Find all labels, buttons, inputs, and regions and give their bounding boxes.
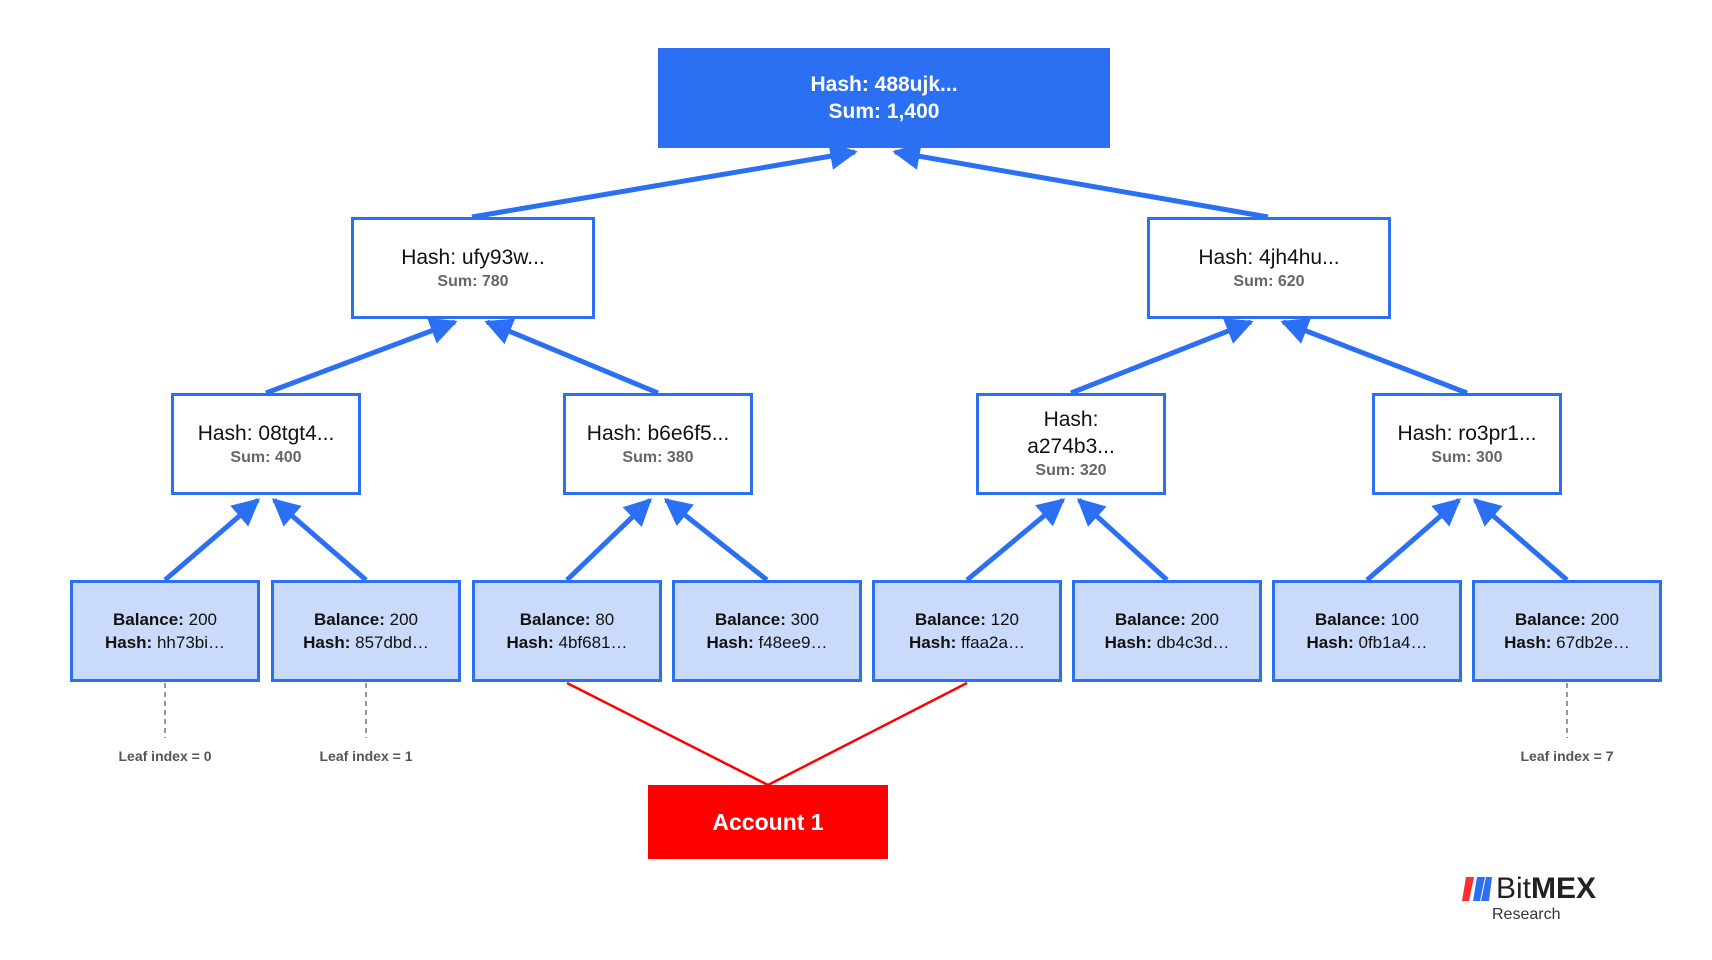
leaf-hash: 4bf681… xyxy=(558,633,628,652)
edge-l2d-l1b xyxy=(1280,318,1468,396)
level2-node: Hash: a274b3... Sum: 320 xyxy=(976,393,1166,495)
leaf-node: Balance: 200 Hash: 857dbd… xyxy=(271,580,461,682)
leaf-node: Balance: 300 Hash: f48ee9… xyxy=(672,580,862,682)
level1-node: Hash: ufy93w... Sum: 780 xyxy=(351,217,595,319)
logo-text-bit: Bit xyxy=(1496,872,1532,905)
node-hash: Hash: ufy93w... xyxy=(401,245,545,269)
account-label: Account 1 xyxy=(712,808,824,835)
edge-leaf2 xyxy=(565,498,652,582)
leaf-balance: 200 xyxy=(188,610,217,629)
hash-label: Hash: xyxy=(1504,633,1552,652)
leaf-hash: 67db2e… xyxy=(1556,633,1630,652)
node-hash: Hash: ro3pr1... xyxy=(1397,421,1537,445)
account-node: Account 1 xyxy=(648,785,888,859)
node-sum: Sum: 300 xyxy=(1431,448,1503,466)
level2-node: Hash: ro3pr1... Sum: 300 xyxy=(1372,393,1562,495)
edge-l2c-l1b xyxy=(1070,318,1254,396)
edge-l1b-root xyxy=(892,142,1269,220)
level2-node: Hash: b6e6f5... Sum: 380 xyxy=(563,393,753,495)
node-sum: Sum: 620 xyxy=(1233,272,1305,290)
root-hash: Hash: 488ujk... xyxy=(810,73,958,96)
edge-leaf7 xyxy=(1472,498,1569,582)
level1-node: Hash: 4jh4hu... Sum: 620 xyxy=(1147,217,1391,319)
leaf-node: Balance: 200 Hash: 67db2e… xyxy=(1472,580,1662,682)
leaf-node: Balance: 200 Hash: db4c3d… xyxy=(1072,580,1262,682)
balance-label: Balance: xyxy=(1315,610,1386,629)
node-sum: Sum: 400 xyxy=(230,448,302,466)
leaf-node: Balance: 200 Hash: hh73bi… xyxy=(70,580,260,682)
leaf-index-label: Leaf index = 7 xyxy=(1520,748,1614,764)
root-node: Hash: 488ujk... Sum: 1,400 xyxy=(658,48,1110,148)
balance-label: Balance: xyxy=(519,610,591,629)
hash-label: Hash: xyxy=(1104,633,1152,652)
leaf-balance: 300 xyxy=(790,610,819,629)
balance-label: Balance: xyxy=(1115,610,1186,629)
balance-label: Balance: xyxy=(314,610,385,629)
logo-subtitle: Research xyxy=(1492,906,1561,923)
leaf-balance: 100 xyxy=(1390,610,1419,629)
leaf-balance: 80 xyxy=(595,610,615,629)
leaf-hash: hh73bi… xyxy=(156,633,226,652)
account-link-leaf2 xyxy=(566,681,769,787)
hash-label: Hash: xyxy=(303,633,351,652)
leaf-hash: db4c3d… xyxy=(1156,633,1230,652)
hash-label: Hash: xyxy=(909,633,957,652)
edge-leaf3 xyxy=(663,498,769,582)
leaf-hash: f48ee9… xyxy=(758,633,828,652)
edge-leaf5 xyxy=(1076,498,1169,582)
root-sum: Sum: 1,400 xyxy=(828,100,940,123)
leaf-index-label: Leaf index = 1 xyxy=(319,748,413,764)
node-sum: Sum: 320 xyxy=(1035,462,1107,479)
leaf-node: Balance: 80 Hash: 4bf681… xyxy=(472,580,662,682)
balance-label: Balance: xyxy=(1515,610,1586,629)
account-link-leaf4 xyxy=(767,681,968,787)
edge-l1a-root xyxy=(471,142,858,220)
logo-text-mex: MEX xyxy=(1531,872,1597,905)
hash-label: Hash: xyxy=(506,633,554,652)
hash-label: Hash: xyxy=(706,633,754,652)
balance-label: Balance: xyxy=(113,610,184,629)
balance-label: Balance: xyxy=(715,610,786,629)
node-hash: Hash: a274b3... xyxy=(1027,408,1115,458)
balance-label: Balance: xyxy=(915,610,986,629)
leaf-hash: 857dbd… xyxy=(355,633,429,652)
leaf-index-label: Leaf index = 0 xyxy=(118,748,212,764)
edge-leaf0 xyxy=(163,498,261,582)
node-hash: Hash: 4jh4hu... xyxy=(1198,245,1340,269)
leaf-node: Balance: 120 Hash: ffaa2a… xyxy=(872,580,1062,682)
edge-leaf4 xyxy=(965,498,1066,582)
edge-leaf1 xyxy=(271,498,368,582)
node-hash: Hash: 08tgt4... xyxy=(197,421,335,445)
edge-l2b-l1a xyxy=(484,318,659,396)
leaf-balance: 200 xyxy=(1190,610,1219,629)
leaf-node: Balance: 100 Hash: 0fb1a4… xyxy=(1272,580,1462,682)
level2-node: Hash: 08tgt4... Sum: 400 xyxy=(171,393,361,495)
edge-leaf6 xyxy=(1365,498,1462,582)
edge-l2a-l1a xyxy=(265,317,458,396)
node-sum: Sum: 380 xyxy=(622,448,694,466)
leaf-hash: 0fb1a4… xyxy=(1358,633,1428,652)
leaf-hash: ffaa2a… xyxy=(961,633,1025,652)
leaf-balance: 200 xyxy=(1590,610,1619,629)
leaf-balance: 120 xyxy=(990,610,1019,629)
node-hash: Hash: b6e6f5... xyxy=(586,421,730,445)
node-sum: Sum: 780 xyxy=(437,272,509,290)
hash-label: Hash: xyxy=(104,633,153,652)
bitmex-logo-icon xyxy=(1462,877,1492,901)
leaf-balance: 200 xyxy=(389,610,418,629)
hash-label: Hash: xyxy=(1306,633,1354,652)
